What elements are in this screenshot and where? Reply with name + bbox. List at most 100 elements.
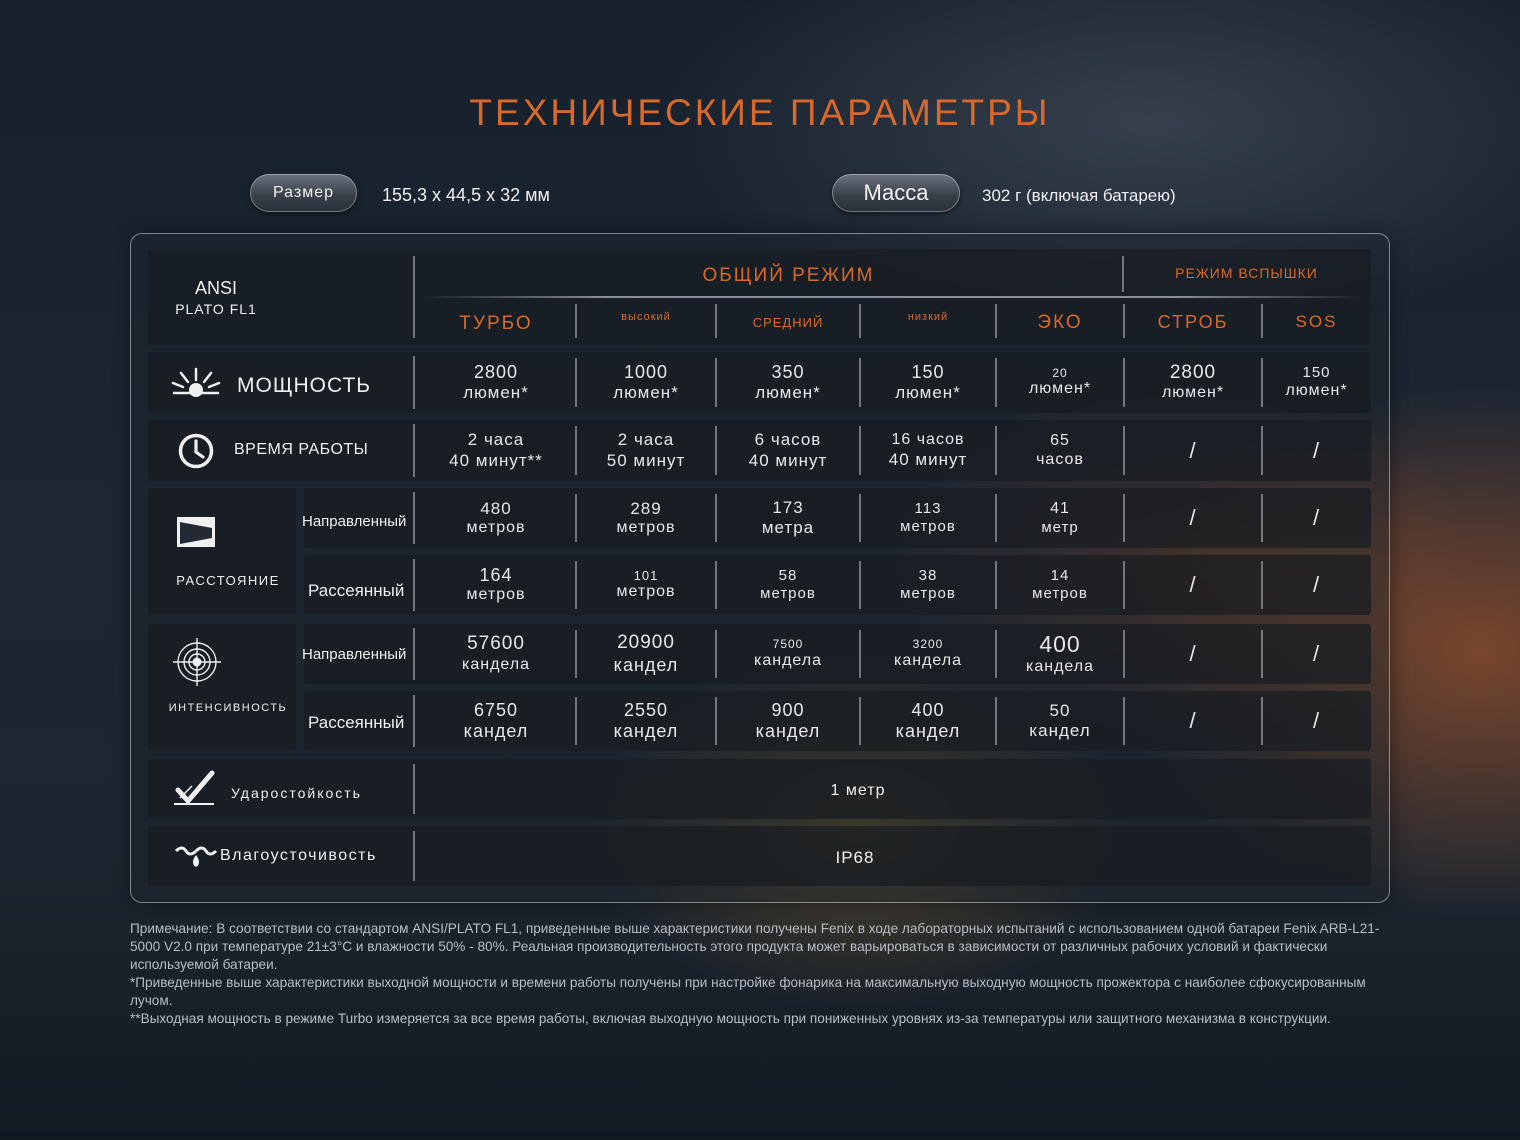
water-row: [148, 826, 1371, 886]
intensity-diffused-value: 2550: [623, 699, 669, 720]
intensity-directed-value: 7500: [772, 637, 804, 652]
distance-directed-value: /: [1312, 505, 1321, 531]
distance-diffused-value: /: [1189, 572, 1197, 598]
footnotes: Примечание: В соответствии со стандартом…: [130, 920, 1392, 1028]
power-unit: люмен*: [895, 383, 961, 403]
column-divider: [575, 358, 577, 407]
distance-diffused-unit: метров: [616, 583, 676, 601]
power-value: 350: [771, 361, 805, 382]
runtime-label: ВРЕМЯ РАБОТЫ: [234, 441, 369, 458]
mass-badge: Масса: [832, 174, 960, 212]
intensity-diffused-label: Рассеянный: [308, 713, 405, 732]
distance-directed-value: 173: [772, 497, 804, 517]
column-divider: [575, 304, 577, 338]
column-divider: [715, 426, 717, 475]
runtime-unit: часов: [1036, 450, 1084, 468]
distance-directed-cell: /: [1262, 488, 1371, 548]
size-value: 155,3 x 44,5 x 32 мм: [382, 185, 550, 205]
column-divider: [575, 494, 577, 542]
column-divider: [1123, 630, 1125, 678]
water-drop-icon: [174, 843, 218, 869]
intensity-directed-unit: кандела: [893, 651, 963, 669]
distance-diffused-label: Рассеянный: [308, 581, 405, 600]
column-divider: [715, 304, 717, 338]
intensity-directed-cell: /: [1124, 624, 1262, 684]
intensity-diffused-unit: кандел: [613, 721, 679, 741]
column-divider: [715, 697, 717, 745]
distance-diffused-value: 14: [1050, 567, 1070, 585]
size-badge: Размер: [250, 174, 357, 212]
light-burst-icon: [170, 366, 222, 400]
distance-block: [148, 488, 296, 615]
column-divider: [413, 764, 415, 814]
distance-diffused-unit: метров: [760, 585, 816, 602]
mode-header-2: СРЕДНИЙ: [752, 315, 824, 330]
distance-diffused-row: [304, 555, 1371, 615]
intensity-diffused-value: 50: [1049, 700, 1071, 720]
power-unit: люмен*: [613, 383, 679, 403]
runtime-value: /: [1312, 437, 1321, 463]
runtime-unit: 40 минут**: [449, 450, 543, 470]
column-divider: [1123, 304, 1125, 338]
distance-directed-label: Направленный: [302, 513, 407, 530]
column-divider: [1123, 561, 1125, 609]
distance-diffused-unit: метров: [900, 585, 956, 602]
column-divider: [995, 426, 997, 475]
intensity-label: ИНТЕНСИВНОСТЬ: [168, 702, 288, 714]
intensity-diffused-unit: кандел: [895, 721, 961, 741]
runtime-value: 65: [1050, 431, 1070, 449]
distance-diffused-unit: метров: [1032, 585, 1088, 602]
column-divider: [1261, 426, 1263, 475]
intensity-diffused-value: /: [1312, 708, 1321, 734]
standard-label: ANSI PLATO FL1: [175, 278, 257, 317]
column-divider: [413, 831, 415, 881]
power-unit: люмен*: [755, 383, 821, 403]
column-divider: [715, 358, 717, 407]
group-general-label: ОБЩИЙ РЕЖИМ: [702, 265, 875, 286]
distance-diffused-cell: /: [1262, 555, 1371, 615]
distance-directed-unit: метров: [616, 518, 676, 536]
column-divider: [715, 561, 717, 609]
water-value: IP68: [835, 848, 875, 867]
column-divider: [715, 630, 717, 678]
distance-directed-unit: метра: [761, 518, 815, 537]
intensity-diffused-unit: кандел: [755, 721, 821, 741]
column-divider: [1123, 494, 1125, 542]
column-divider: [575, 697, 577, 745]
intensity-directed-unit: кандела: [1025, 658, 1095, 676]
column-divider: [715, 494, 717, 542]
intensity-directed-unit: кандела: [753, 651, 823, 669]
intensity-directed-cell: /: [1262, 624, 1371, 684]
distance-diffused-cell: /: [1124, 555, 1262, 615]
group-flash-label: РЕЖИМ ВСПЫШКИ: [1175, 265, 1318, 281]
runtime-value: 2 часа: [467, 430, 525, 450]
runtime-value: 2 часа: [617, 430, 675, 450]
power-value: 20: [1052, 365, 1068, 380]
mode-header-4: ЭКО: [1037, 312, 1083, 333]
intensity-directed-value: /: [1189, 641, 1197, 667]
distance-diffused-value: 164: [479, 564, 513, 585]
column-divider: [1261, 304, 1263, 338]
column-divider: [1122, 256, 1124, 292]
column-divider: [859, 426, 861, 475]
column-divider: [413, 628, 415, 680]
column-divider: [995, 358, 997, 407]
page-title: ТЕХНИЧЕСКИЕ ПАРАМЕТРЫ: [469, 92, 1051, 133]
column-divider: [413, 424, 415, 477]
column-divider: [1261, 494, 1263, 542]
column-divider: [575, 561, 577, 609]
impact-row: [148, 759, 1371, 819]
